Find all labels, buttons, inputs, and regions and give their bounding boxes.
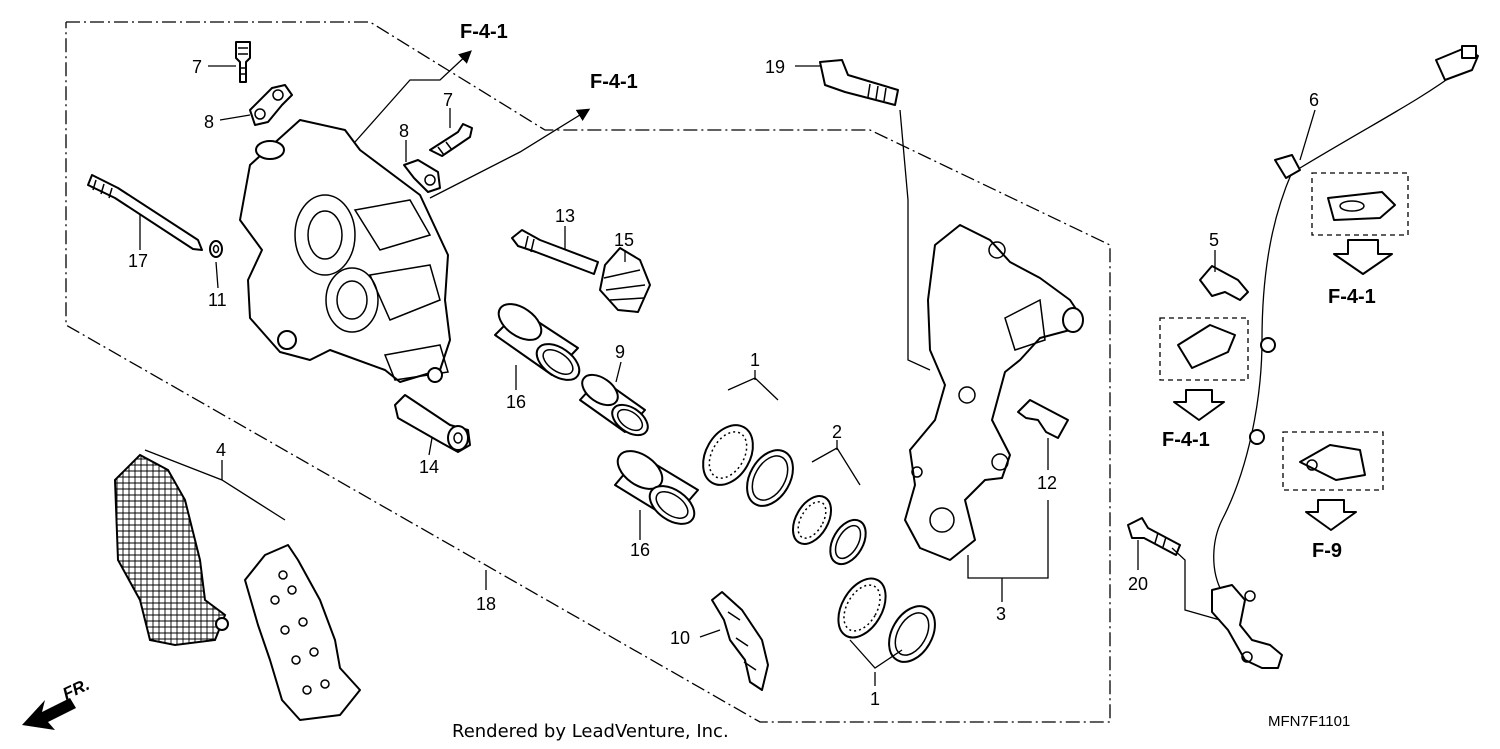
callout-17: 17: [128, 251, 148, 271]
wheel-speed-sensor: [1211, 45, 1479, 669]
reference-arrow-right-box: [1333, 239, 1393, 275]
callout-13: 13: [555, 206, 575, 226]
reference-arrow-clamp: [1173, 389, 1225, 421]
callout-5: 5: [1209, 230, 1219, 250]
callout-7-right: 7: [443, 90, 453, 110]
callout-6: 6: [1309, 90, 1319, 110]
callout-14: 14: [419, 457, 439, 477]
callout-15: 15: [614, 230, 634, 250]
stay-box-lower: [1282, 431, 1384, 491]
callout-1-upper: 1: [750, 350, 760, 370]
pad-pin-washer: [209, 240, 223, 258]
pad-spring: [711, 591, 769, 691]
callout-12: 12: [1037, 473, 1057, 493]
bleeder-cap-right: [403, 159, 441, 193]
bleeder-screw-right: [429, 123, 473, 157]
reference-labels: F-4-1 F-4-1 F-4-1 F-4-1 F-9: [460, 21, 1376, 562]
reference-label-f9: F-9: [1312, 540, 1342, 562]
callout-10: 10: [670, 628, 690, 648]
callout-16-upper: 16: [506, 392, 526, 412]
piston-large-lower: [614, 450, 699, 525]
retainer-clip: [1017, 399, 1069, 439]
callout-11: 11: [208, 290, 227, 310]
brake-pad-rear: [244, 544, 361, 721]
reference-arrow-f9: [1305, 499, 1357, 531]
callout-leaders: [139, 65, 1316, 686]
bleeder-screw-upper: [235, 41, 251, 83]
callout-7-upper: 7: [192, 57, 202, 77]
piston-small: [579, 373, 649, 437]
caliper-body: [239, 119, 451, 383]
callout-8-right: 8: [399, 121, 409, 141]
callout-numbers: 7 8 7 8 17 11 13 15 16 9 16 14 1 2 1 3 1…: [128, 57, 1319, 709]
sensor-clamp: [1199, 265, 1249, 301]
pad-pin: [87, 174, 203, 251]
callout-16-lower: 16: [630, 540, 650, 560]
callout-19: 19: [765, 57, 785, 77]
callout-2: 2: [832, 422, 842, 442]
callout-8-upper: 8: [204, 112, 214, 132]
clamp-box: [1159, 317, 1249, 381]
reference-label-mid: F-4-1: [590, 71, 638, 93]
reference-label-right: F-4-1: [1328, 286, 1376, 308]
callout-18: 18: [476, 594, 496, 614]
front-direction-arrow: FR.: [22, 675, 93, 730]
reference-label-clamp: F-4-1: [1162, 429, 1210, 451]
reference-label-top: F-4-1: [460, 21, 508, 43]
slide-pin-bolt: [511, 229, 599, 275]
piston-seal-set-upper: [702, 424, 794, 507]
bleeder-cap-upper: [249, 84, 293, 126]
reference-pointer-lines: [354, 50, 591, 199]
caliper-assembly-boundary: [65, 21, 1111, 723]
callout-9: 9: [615, 342, 625, 362]
direction-label: FR.: [60, 675, 93, 704]
piston-large-upper: [494, 303, 581, 381]
mounting-bolt: [819, 59, 899, 106]
rendered-by-credit: Rendered by LeadVenture, Inc.: [452, 721, 729, 742]
callout-3: 3: [996, 604, 1006, 624]
diagram-code: MFN7F1101: [1268, 713, 1350, 730]
sensor-bolt: [1127, 517, 1181, 556]
slide-pin-boot: [599, 247, 651, 313]
piston-seal-set-lower: [837, 577, 936, 663]
callout-20: 20: [1128, 574, 1148, 594]
brake-pad-front: [113, 453, 229, 647]
callout-1-lower: 1: [870, 689, 880, 709]
slide-pin: [394, 394, 471, 453]
stay-box-upper: [1311, 172, 1409, 236]
callout-4: 4: [216, 440, 226, 460]
caliper-bracket: [904, 224, 1084, 561]
piston-seal-set-middle: [792, 495, 867, 566]
